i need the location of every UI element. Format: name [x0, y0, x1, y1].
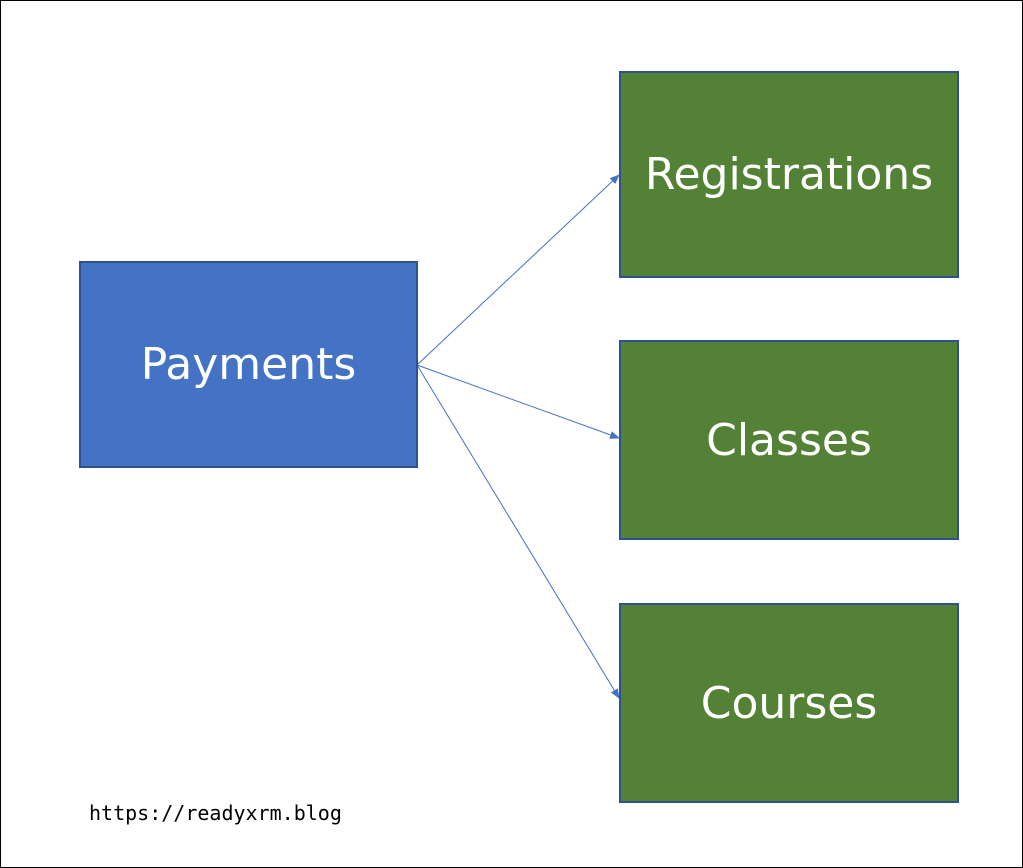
arrow-payments-to-registrations [416, 174, 620, 366]
classes-label: Classes [706, 414, 872, 466]
registrations-node: Registrations [619, 71, 959, 278]
payments-node: Payments [79, 261, 418, 468]
registrations-label: Registrations [644, 149, 934, 200]
arrow-payments-to-courses [416, 364, 620, 699]
classes-node: Classes [619, 340, 959, 540]
payments-label: Payments [140, 339, 357, 390]
courses-node: Courses [619, 603, 959, 803]
arrow-payments-to-classes [416, 364, 620, 439]
courses-label: Courses [700, 677, 878, 729]
footer-url: https://readyxrm.blog [89, 801, 342, 825]
